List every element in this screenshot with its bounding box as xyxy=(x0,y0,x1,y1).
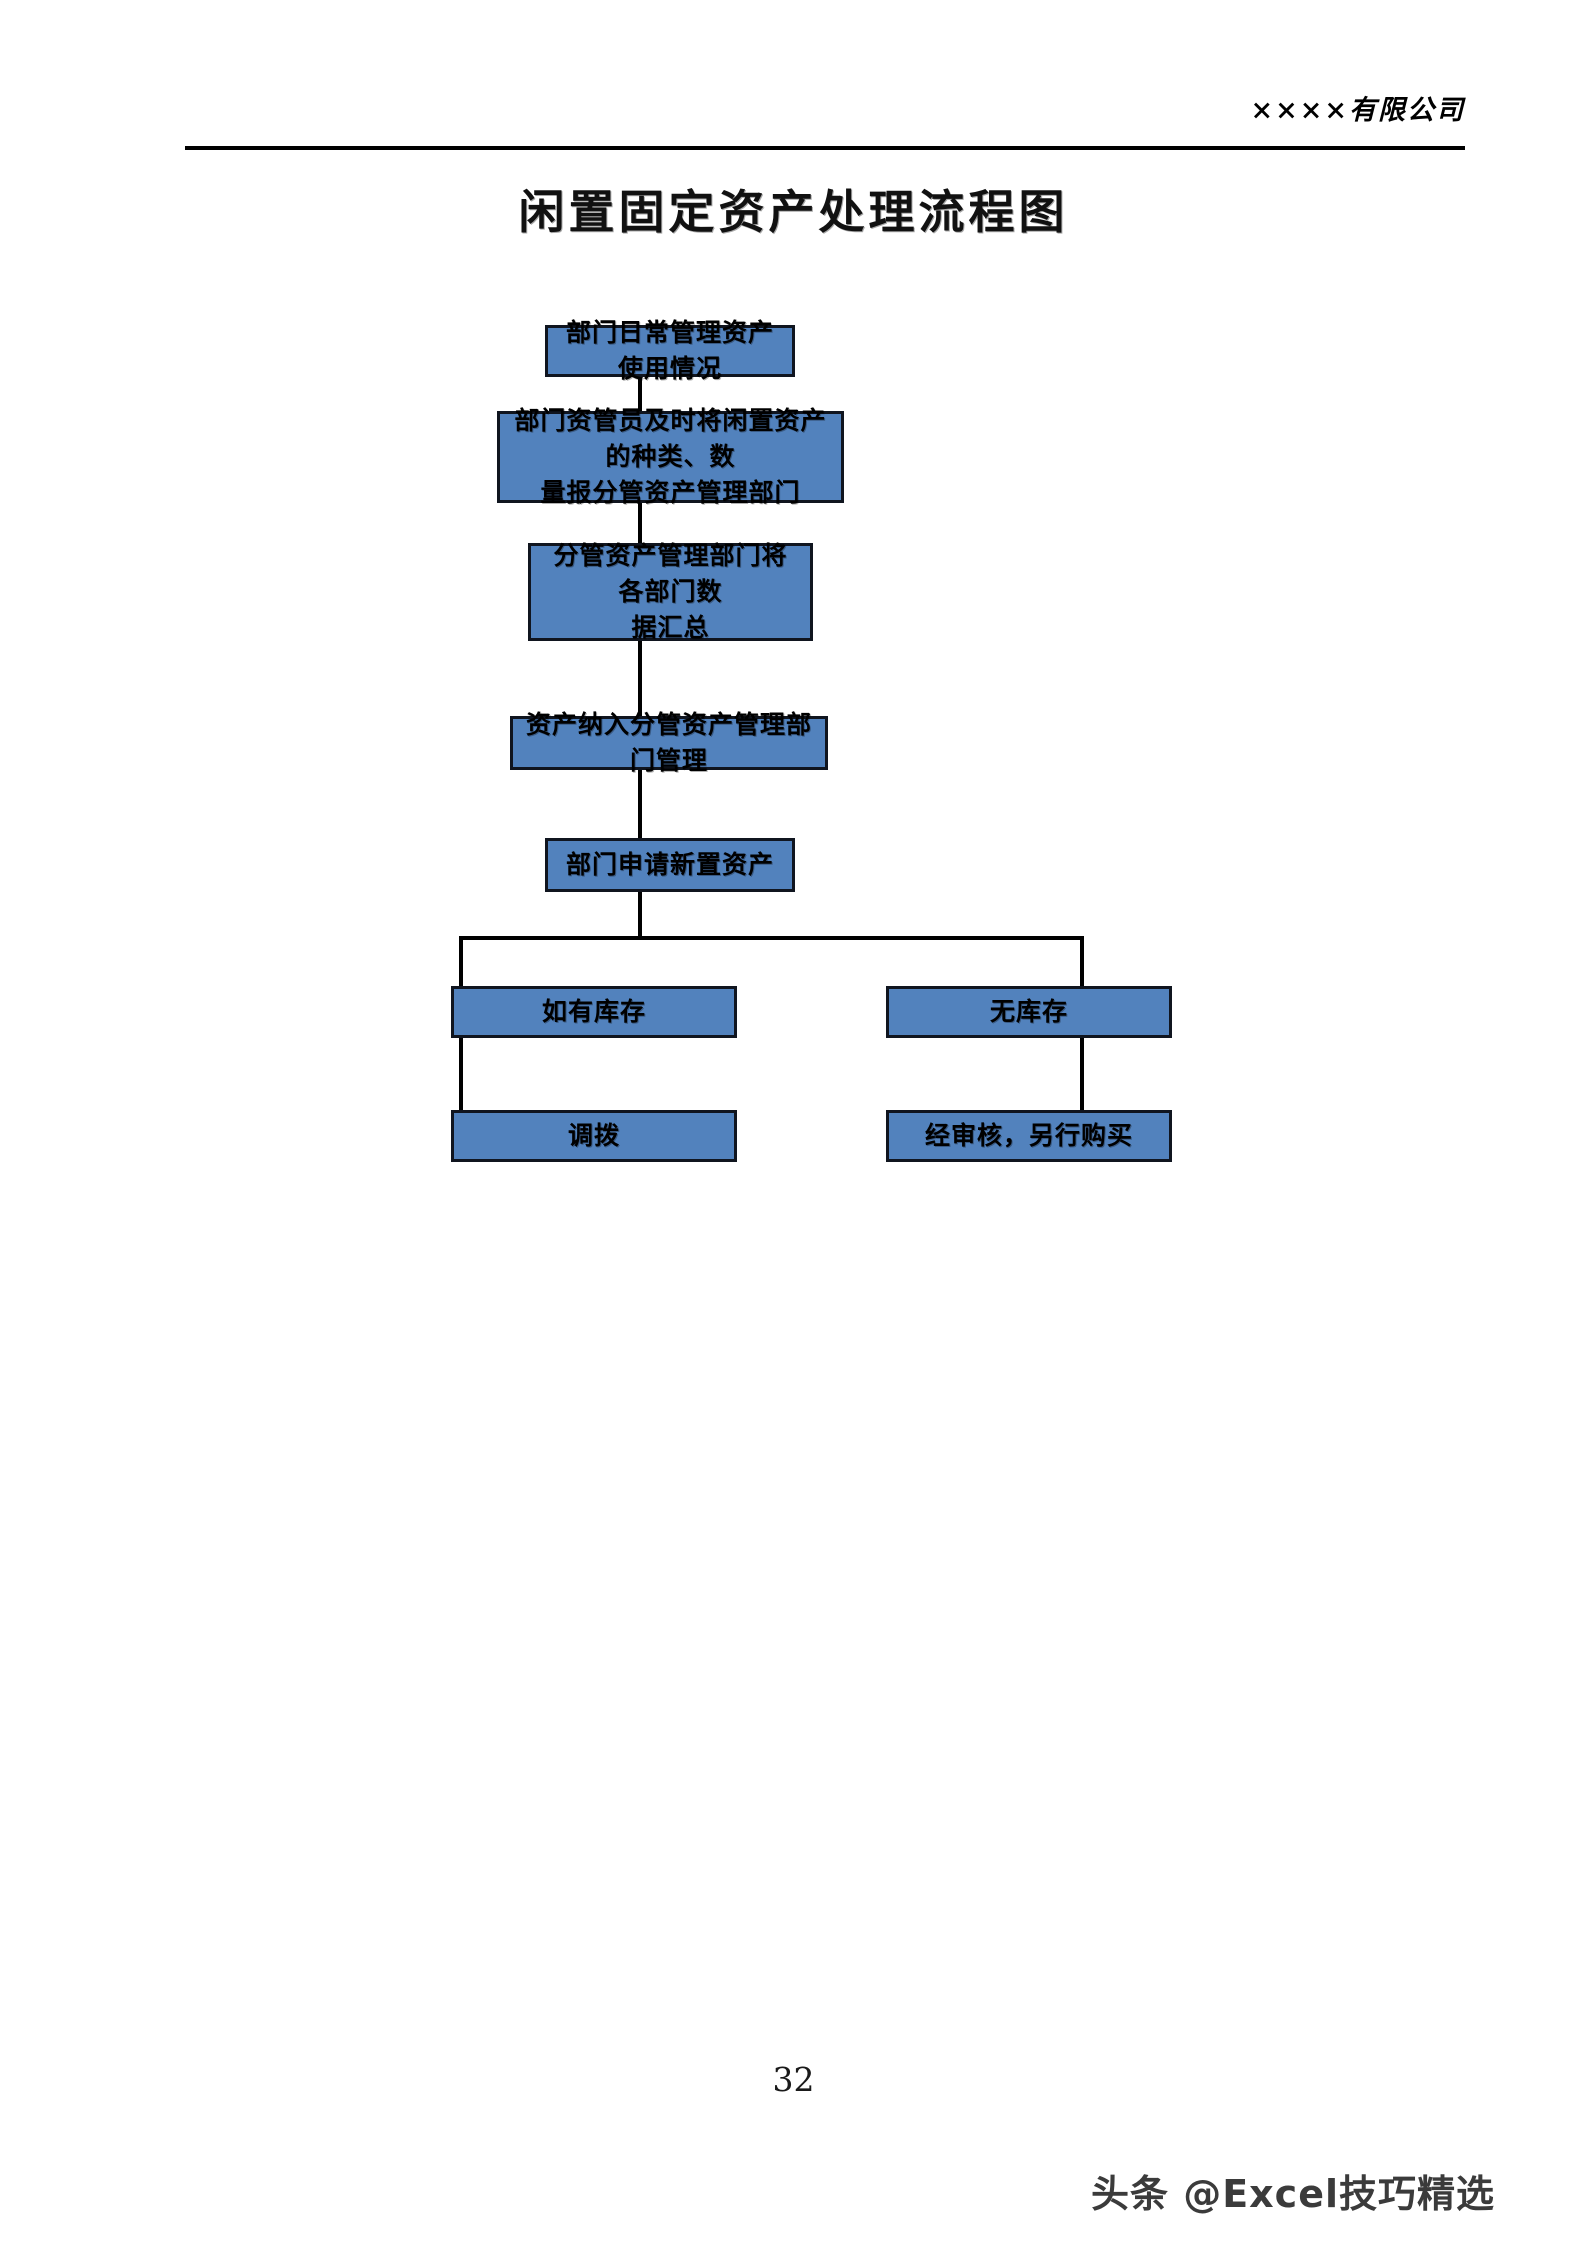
flow-node-label-line1: 部门资管员及时将闲置资产的种类、数 xyxy=(514,405,827,471)
connector-n2-n3 xyxy=(638,503,642,543)
flow-node-no-stock[interactable]: 无库存 xyxy=(886,986,1172,1038)
page-title: 闲置固定资产处理流程图 xyxy=(518,185,1069,239)
flow-node-label: 无库存 xyxy=(989,996,1068,1026)
header-rule xyxy=(185,146,1465,150)
flow-node-transfer[interactable]: 调拨 xyxy=(451,1110,737,1162)
flow-node-label-line2: 据汇总 xyxy=(631,613,710,643)
flow-node-label: 资产纳入分管资产管理部门管理 xyxy=(525,709,812,775)
connector-fork-left-drop xyxy=(459,936,463,990)
flow-node-consolidate-data[interactable]: 分管资产管理部门将各部门数 据汇总 xyxy=(528,541,813,642)
connector-n1-n2 xyxy=(638,377,642,411)
flow-node-request-new-asset[interactable]: 部门申请新置资产 xyxy=(545,838,795,892)
header-company-name: ××××有限公司 xyxy=(1250,95,1465,126)
flow-node-label-line1: 分管资产管理部门将各部门数 xyxy=(553,540,788,606)
flow-node-asset-placed-under-management[interactable]: 资产纳入分管资产管理部门管理 xyxy=(510,710,828,775)
connector-n3-n4 xyxy=(638,641,642,716)
flow-node-label: 调拨 xyxy=(567,1120,620,1150)
flowchart: 部门日常管理资产使用情况 部门资管员及时将闲置资产的种类、数 量报分管资产管理部… xyxy=(451,318,1172,1162)
flow-node-stock-available[interactable]: 如有库存 xyxy=(451,986,737,1038)
flow-node-label: 如有库存 xyxy=(541,996,646,1026)
connector-n4-n5 xyxy=(638,770,642,838)
flow-node-daily-asset-management[interactable]: 部门日常管理资产使用情况 xyxy=(545,318,795,383)
flow-node-label: 部门日常管理资产使用情况 xyxy=(565,317,774,383)
watermark: 头条 @Excel技巧精选 xyxy=(1090,2172,1495,2216)
page-number: 32 xyxy=(772,2060,815,2099)
connector-n6-n8 xyxy=(459,1038,463,1110)
connector-n5-fork-stem xyxy=(638,892,642,938)
flow-node-approved-purchase[interactable]: 经审核，另行购买 xyxy=(886,1110,1172,1162)
flow-node-label: 经审核，另行购买 xyxy=(924,1120,1133,1150)
flow-node-label: 部门申请新置资产 xyxy=(565,849,774,879)
connector-fork-right-drop xyxy=(1080,936,1084,990)
connector-n7-n9 xyxy=(1080,1038,1084,1110)
flow-node-label-line2: 量报分管资产管理部门 xyxy=(540,478,801,508)
flow-node-report-idle-assets[interactable]: 部门资管员及时将闲置资产的种类、数 量报分管资产管理部门 xyxy=(497,406,844,507)
connector-fork-bar xyxy=(459,936,1084,940)
